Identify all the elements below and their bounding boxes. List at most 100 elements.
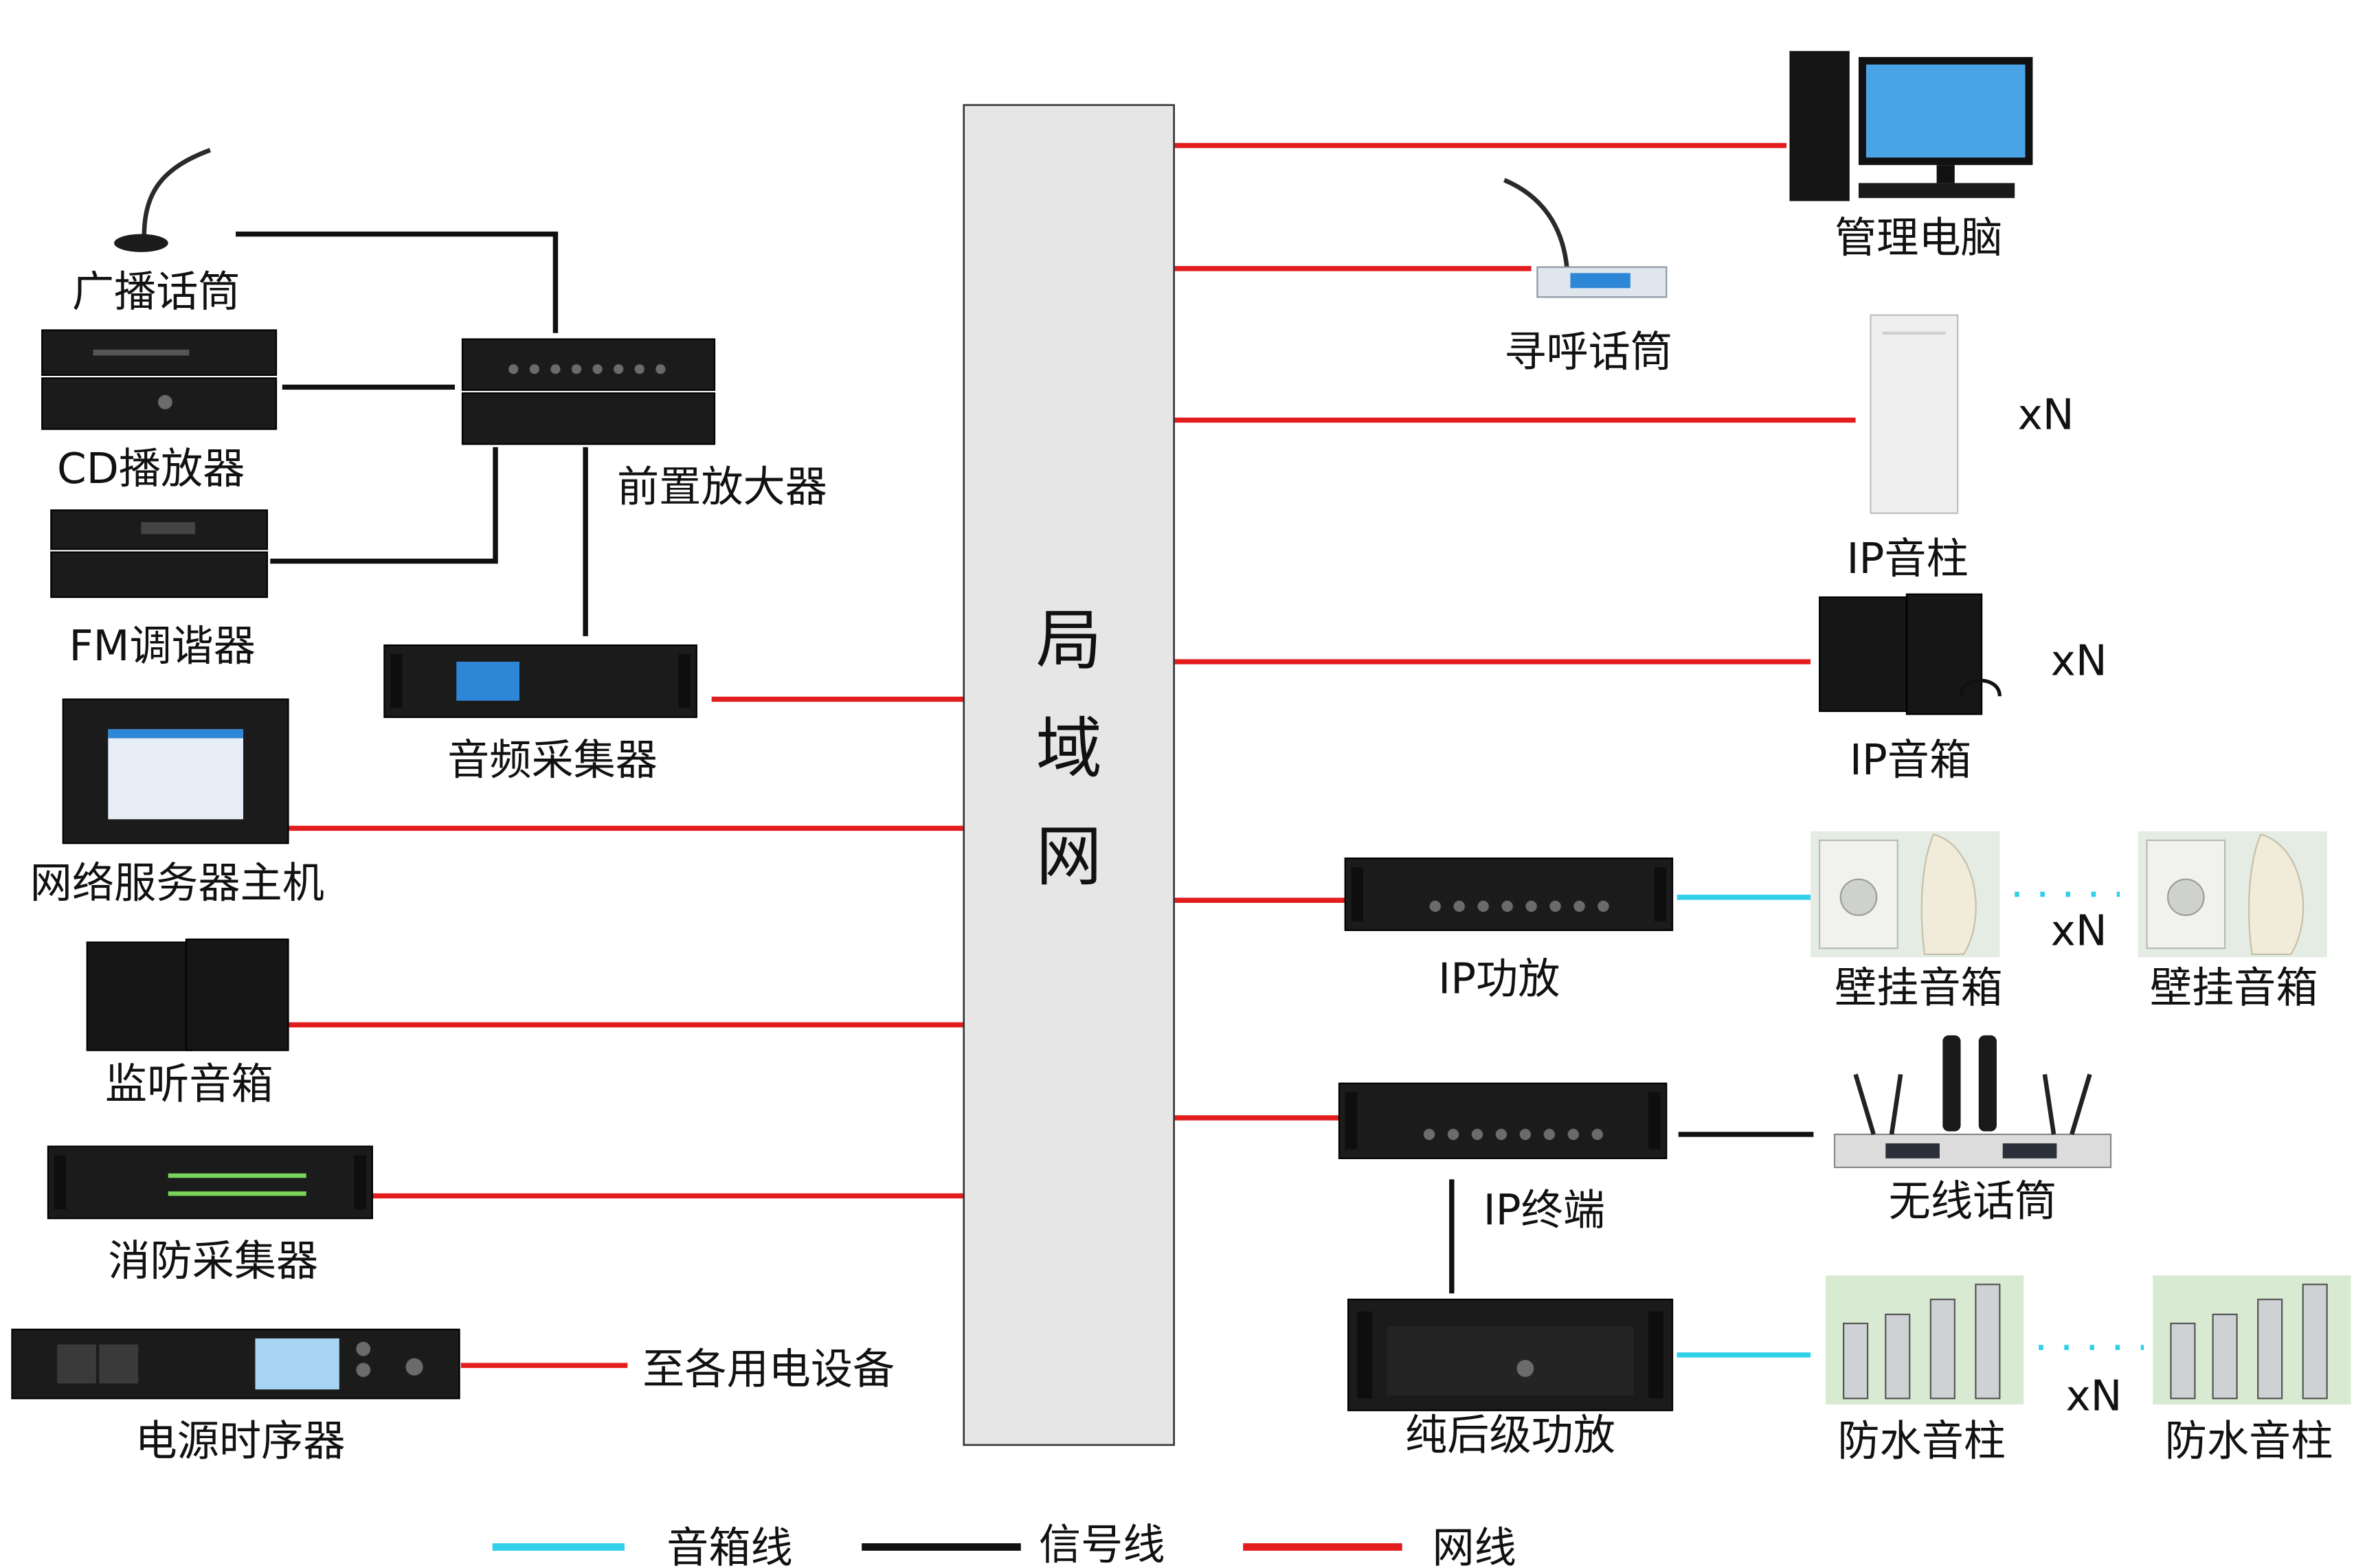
wireless-mic-label: 无线话筒 — [1889, 1177, 2057, 1226]
ip-speaker-left — [1819, 596, 1917, 713]
ip-amplifier: IP功放 — [1344, 858, 1674, 1004]
wireless-mic-antenna-r2 — [2070, 1073, 2092, 1135]
ip-column-count: xN — [2018, 391, 2074, 440]
ip-speaker-count: xN — [2051, 637, 2107, 686]
management-pc-label: 管理电脑 — [1835, 214, 2003, 262]
power-amp-vent — [1387, 1326, 1634, 1396]
audio-collector-label: 音频采集器 — [447, 736, 658, 785]
paging-mic: 寻呼话筒 — [1503, 178, 1672, 377]
paging-mic-label: 寻呼话筒 — [1504, 328, 1672, 377]
pre-amp-label: 前置放大器 — [617, 462, 827, 511]
server-host-screen — [108, 729, 243, 820]
ip-terminal-handle-right — [1648, 1092, 1661, 1150]
cd-player: CD播放器 — [41, 329, 278, 493]
audio-collector-handle-left — [390, 654, 403, 708]
wall-speaker-1-box — [1819, 839, 1898, 950]
wall-speaker-2: 壁挂音箱 — [2138, 831, 2327, 1013]
waterproof-2-col-b — [2212, 1313, 2238, 1400]
ip-amp-unit — [1344, 858, 1674, 932]
waterproof-1-col-c — [1929, 1299, 1955, 1400]
wireless-mic-antenna-l1 — [1853, 1073, 1876, 1135]
pre-amp-unit-bottom — [461, 392, 716, 445]
ip-amp-knobs — [1428, 899, 1610, 913]
fire-collector-unit — [47, 1145, 373, 1220]
ip-column-label: IP音柱 — [1846, 535, 1968, 583]
audio-collector-screen — [456, 662, 519, 701]
power-amp-label: 纯后级功放 — [1405, 1411, 1615, 1460]
power-amplifier: 纯后级功放 — [1347, 1299, 1674, 1460]
ip-terminal-unit — [1338, 1082, 1668, 1159]
ip-terminal-handle-left — [1345, 1092, 1358, 1150]
wall-speaker-1: 壁挂音箱 — [1811, 831, 2003, 1013]
power-amp-handle-left — [1357, 1311, 1373, 1399]
monitor-speaker: 监听音箱 — [86, 938, 289, 1109]
waterproof-2-col-d — [2302, 1284, 2328, 1400]
waterproof-count: xN — [2065, 1372, 2122, 1421]
waterproof-2-label: 防水音柱 — [2165, 1417, 2333, 1466]
fire-collector-handle-right — [354, 1155, 367, 1210]
wireless-mic-receiver — [1833, 1133, 2112, 1169]
waterproof-1-col-d — [1975, 1284, 2001, 1400]
ip-terminal-knobs — [1422, 1128, 1604, 1141]
wall-speaker-1-cone — [1839, 878, 1878, 917]
power-sequencer-outlet-1 — [57, 1344, 96, 1384]
power-sequencer-label: 电源时序器 — [135, 1417, 346, 1466]
fire-collector-label: 消防采集器 — [108, 1237, 318, 1286]
pre-amp-unit-top — [461, 338, 716, 391]
waterproof-column-1: 防水音柱 — [1825, 1275, 2024, 1466]
ip-speaker: IP音箱 xN — [1819, 593, 2107, 785]
waterproof-1-label: 防水音柱 — [1837, 1417, 2006, 1466]
ip-column-body — [1870, 314, 1959, 514]
fire-collector: 消防采集器 — [47, 1145, 373, 1286]
wall-speaker-count: xN — [2051, 907, 2107, 956]
wireless-mic-display-2 — [2002, 1143, 2057, 1158]
wireless-mic-display-1 — [1885, 1143, 1940, 1158]
monitor-speaker-label: 监听音箱 — [105, 1060, 273, 1109]
ip-speaker-headset — [1958, 678, 2002, 697]
waterproof-2-col-c — [2257, 1299, 2283, 1400]
legend: 音箱线 信号线 网线 — [492, 1521, 1516, 1568]
pc-keyboard — [1858, 183, 2015, 199]
lan-hub: 局 域 网 — [963, 104, 1175, 1446]
pre-amplifier: 前置放大器 — [461, 338, 827, 511]
to-devices-label: 至各用电设备 — [642, 1345, 895, 1393]
pc-monitor-screen — [1865, 64, 2026, 158]
ip-speaker-label: IP音箱 — [1850, 736, 1971, 785]
connections — [236, 143, 2144, 1368]
wall-speaker-2-cone — [2166, 878, 2205, 917]
ip-amp-handle-right — [1654, 867, 1667, 921]
power-sequencer-knob-2 — [355, 1362, 372, 1378]
paging-mic-screen — [1570, 273, 1630, 289]
monitor-speaker-left — [86, 941, 193, 1051]
wireless-mic: 无线话筒 — [1833, 1035, 2112, 1226]
mic-gooseneck — [142, 148, 212, 238]
wall-speaker-2-horn — [2247, 833, 2305, 955]
lan-hub-label-1: 局 — [1036, 602, 1102, 679]
signal-line-mic-preamp — [236, 231, 559, 333]
audio-collector: 音频采集器 — [383, 644, 697, 785]
lan-hub-label-2: 域 — [1036, 710, 1102, 787]
fire-collector-leds — [168, 1173, 306, 1196]
broadcast-mic-label: 广播话筒 — [72, 267, 240, 316]
waterproof-column-2: 防水音柱 — [2153, 1275, 2351, 1466]
signal-line-fm-preamp — [270, 447, 498, 564]
fm-tuner-display — [141, 522, 196, 535]
wireless-mic-handheld-2 — [1978, 1035, 1997, 1132]
lan-hub-label-3: 网 — [1036, 818, 1102, 895]
power-amp-handle-right — [1648, 1311, 1663, 1399]
waterproof-1-col-b — [1885, 1313, 1911, 1400]
ip-amp-label: IP功放 — [1438, 955, 1560, 1004]
legend-speaker-label: 音箱线 — [666, 1523, 793, 1568]
wall-speaker-1-label: 壁挂音箱 — [1835, 964, 2003, 1013]
waterproof-2-col-a — [2170, 1322, 2196, 1400]
audio-collector-unit — [383, 644, 697, 718]
legend-network-label: 网线 — [1432, 1523, 1516, 1568]
fm-tuner-label: FM调谐器 — [69, 622, 256, 671]
cd-player-label: CD播放器 — [57, 445, 245, 493]
wall-speaker-2-label: 壁挂音箱 — [2150, 964, 2318, 1013]
pc-monitor-stand — [1936, 165, 1955, 183]
wireless-mic-handheld-1 — [1942, 1035, 1961, 1132]
wall-speaker-1-horn — [1920, 833, 1977, 955]
wireless-mic-antenna-r1 — [2042, 1074, 2056, 1135]
power-sequencer-display — [255, 1338, 339, 1390]
